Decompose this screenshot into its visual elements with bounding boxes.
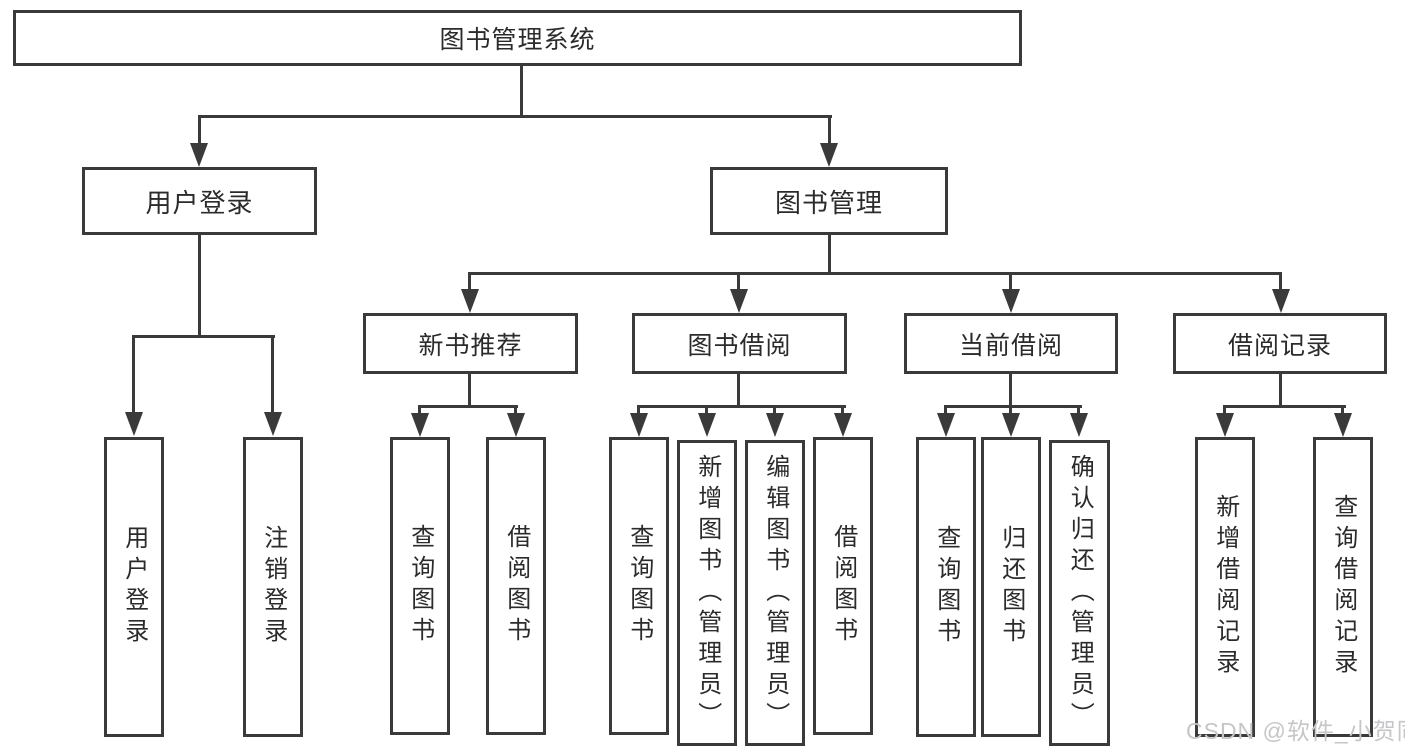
connector-records-arm-1	[1223, 405, 1226, 415]
leaf-bb-add-book-admin-label: 新增图书（管理员）	[693, 453, 721, 733]
arrowhead-to-user-login	[190, 143, 208, 167]
leaf-bb-query-books-label: 查询图书	[625, 524, 653, 648]
arrowhead-to-leaf-nb-query	[411, 413, 429, 437]
connector-current-borrow-arm-1	[944, 405, 947, 415]
arrowhead-to-borrowing-records	[1272, 289, 1290, 313]
connector-new-book-arm-2	[514, 405, 517, 415]
node-borrowing-records: 借阅记录	[1173, 313, 1387, 374]
arrowhead-to-leaf-user-login	[125, 412, 143, 436]
connector-new-book-arm-1	[418, 405, 421, 415]
connector-root-arm-right	[828, 115, 831, 145]
connector-current-borrow-arm-3	[1077, 405, 1080, 415]
node-borrowing-records-label: 借阅记录	[1227, 331, 1332, 360]
leaf-br-query-record: 查询借阅记录	[1313, 437, 1373, 737]
leaf-cb-confirm-return-admin-label: 确认归还（管理员）	[1066, 453, 1094, 733]
leaf-nb-query-books-label: 查询图书	[406, 524, 434, 648]
leaf-br-add-record: 新增借阅记录	[1195, 437, 1255, 737]
connector-book-borrow-hline	[637, 405, 846, 408]
leaf-bb-add-book-admin: 新增图书（管理员）	[677, 440, 737, 746]
node-user-login: 用户登录	[82, 167, 317, 235]
leaf-logout-label: 注销登录	[259, 525, 287, 649]
node-current-borrowing: 当前借阅	[904, 313, 1118, 374]
arrowhead-to-leaf-cb-confirm	[1070, 413, 1088, 437]
connector-arm-new-book	[468, 272, 471, 292]
node-user-login-label: 用户登录	[145, 187, 254, 218]
connector-current-borrow-arm-2	[1009, 405, 1012, 415]
node-book-borrowing: 图书借阅	[632, 313, 847, 374]
arrowhead-to-leaf-logout	[264, 412, 282, 436]
connector-user-login-arm-right	[271, 335, 274, 415]
connector-records-stem	[1279, 374, 1282, 408]
connector-arm-current-borrowing	[1009, 272, 1012, 292]
connector-user-login-stem	[198, 235, 201, 338]
connector-root-hline	[198, 115, 832, 118]
arrowhead-to-leaf-cb-query	[937, 413, 955, 437]
arrowhead-to-book-management	[820, 143, 838, 167]
arrowhead-to-leaf-nb-borrow	[507, 413, 525, 437]
connector-user-login-arm-left	[132, 335, 135, 415]
connector-book-borrow-arm-3	[773, 405, 776, 415]
node-new-book-recommendation-label: 新书推荐	[418, 331, 523, 360]
leaf-br-query-record-label: 查询借阅记录	[1329, 494, 1357, 680]
leaf-cb-return-books: 归还图书	[981, 437, 1041, 737]
arrowhead-to-leaf-br-add	[1216, 413, 1234, 437]
arrowhead-to-leaf-bb-query	[630, 413, 648, 437]
leaf-user-login-label: 用户登录	[120, 525, 148, 649]
leaf-bb-borrow-books: 借阅图书	[813, 437, 873, 735]
connector-records-hline	[1224, 405, 1346, 408]
connector-current-borrow-stem	[1009, 374, 1012, 408]
arrowhead-to-leaf-br-query	[1334, 413, 1352, 437]
connector-book-borrow-arm-2	[705, 405, 708, 415]
connector-root-stem	[520, 64, 523, 118]
connector-book-borrow-arm-1	[637, 405, 640, 415]
arrowhead-to-leaf-cb-return	[1002, 413, 1020, 437]
connector-book-borrow-arm-4	[841, 405, 844, 415]
arrowhead-to-leaf-bb-add	[698, 413, 716, 437]
connector-user-login-hline	[132, 335, 275, 338]
connector-arm-borrowing-records	[1279, 272, 1282, 292]
leaf-cb-query-books-label: 查询图书	[932, 525, 960, 649]
leaf-cb-return-books-label: 归还图书	[997, 525, 1025, 649]
node-library-management-system: 图书管理系统	[13, 10, 1022, 66]
leaf-bb-borrow-books-label: 借阅图书	[829, 524, 857, 648]
leaf-bb-query-books: 查询图书	[609, 437, 669, 735]
leaf-user-login: 用户登录	[104, 437, 164, 737]
connector-book-mgmt-stem	[828, 235, 831, 275]
arrowhead-to-current-borrowing	[1002, 289, 1020, 313]
node-current-borrowing-label: 当前借阅	[958, 331, 1063, 360]
connector-current-borrow-hline	[944, 405, 1082, 408]
connector-new-book-hline	[418, 405, 518, 408]
node-book-borrowing-label: 图书借阅	[687, 331, 792, 360]
arrowhead-to-leaf-bb-borrow	[834, 413, 852, 437]
node-root-label: 图书管理系统	[439, 26, 596, 54]
connector-records-arm-2	[1341, 405, 1344, 415]
node-book-management-label: 图书管理	[774, 187, 883, 218]
leaf-br-add-record-label: 新增借阅记录	[1211, 494, 1239, 680]
leaf-cb-confirm-return-admin: 确认归还（管理员）	[1049, 440, 1110, 746]
arrowhead-to-leaf-bb-edit	[766, 413, 784, 437]
csdn-watermark: CSDN @软件_小贺同学	[1186, 718, 1405, 744]
connector-new-book-stem	[468, 374, 471, 408]
node-book-management: 图书管理	[710, 167, 948, 235]
connector-book-borrow-stem	[737, 374, 740, 408]
node-new-book-recommendation: 新书推荐	[363, 313, 578, 374]
connector-arm-book-borrowing	[737, 272, 740, 292]
leaf-nb-borrow-books: 借阅图书	[486, 437, 546, 735]
leaf-bb-edit-book-admin-label: 编辑图书（管理员）	[761, 453, 789, 733]
arrowhead-to-new-book-recommendation	[461, 289, 479, 313]
leaf-bb-edit-book-admin: 编辑图书（管理员）	[745, 440, 805, 746]
connector-book-mgmt-hline	[469, 272, 1282, 275]
leaf-cb-query-books: 查询图书	[916, 437, 976, 737]
arrowhead-to-book-borrowing	[730, 289, 748, 313]
connector-root-arm-left	[198, 115, 201, 145]
leaf-logout: 注销登录	[243, 437, 303, 737]
leaf-nb-borrow-books-label: 借阅图书	[502, 524, 530, 648]
leaf-nb-query-books: 查询图书	[390, 437, 450, 735]
